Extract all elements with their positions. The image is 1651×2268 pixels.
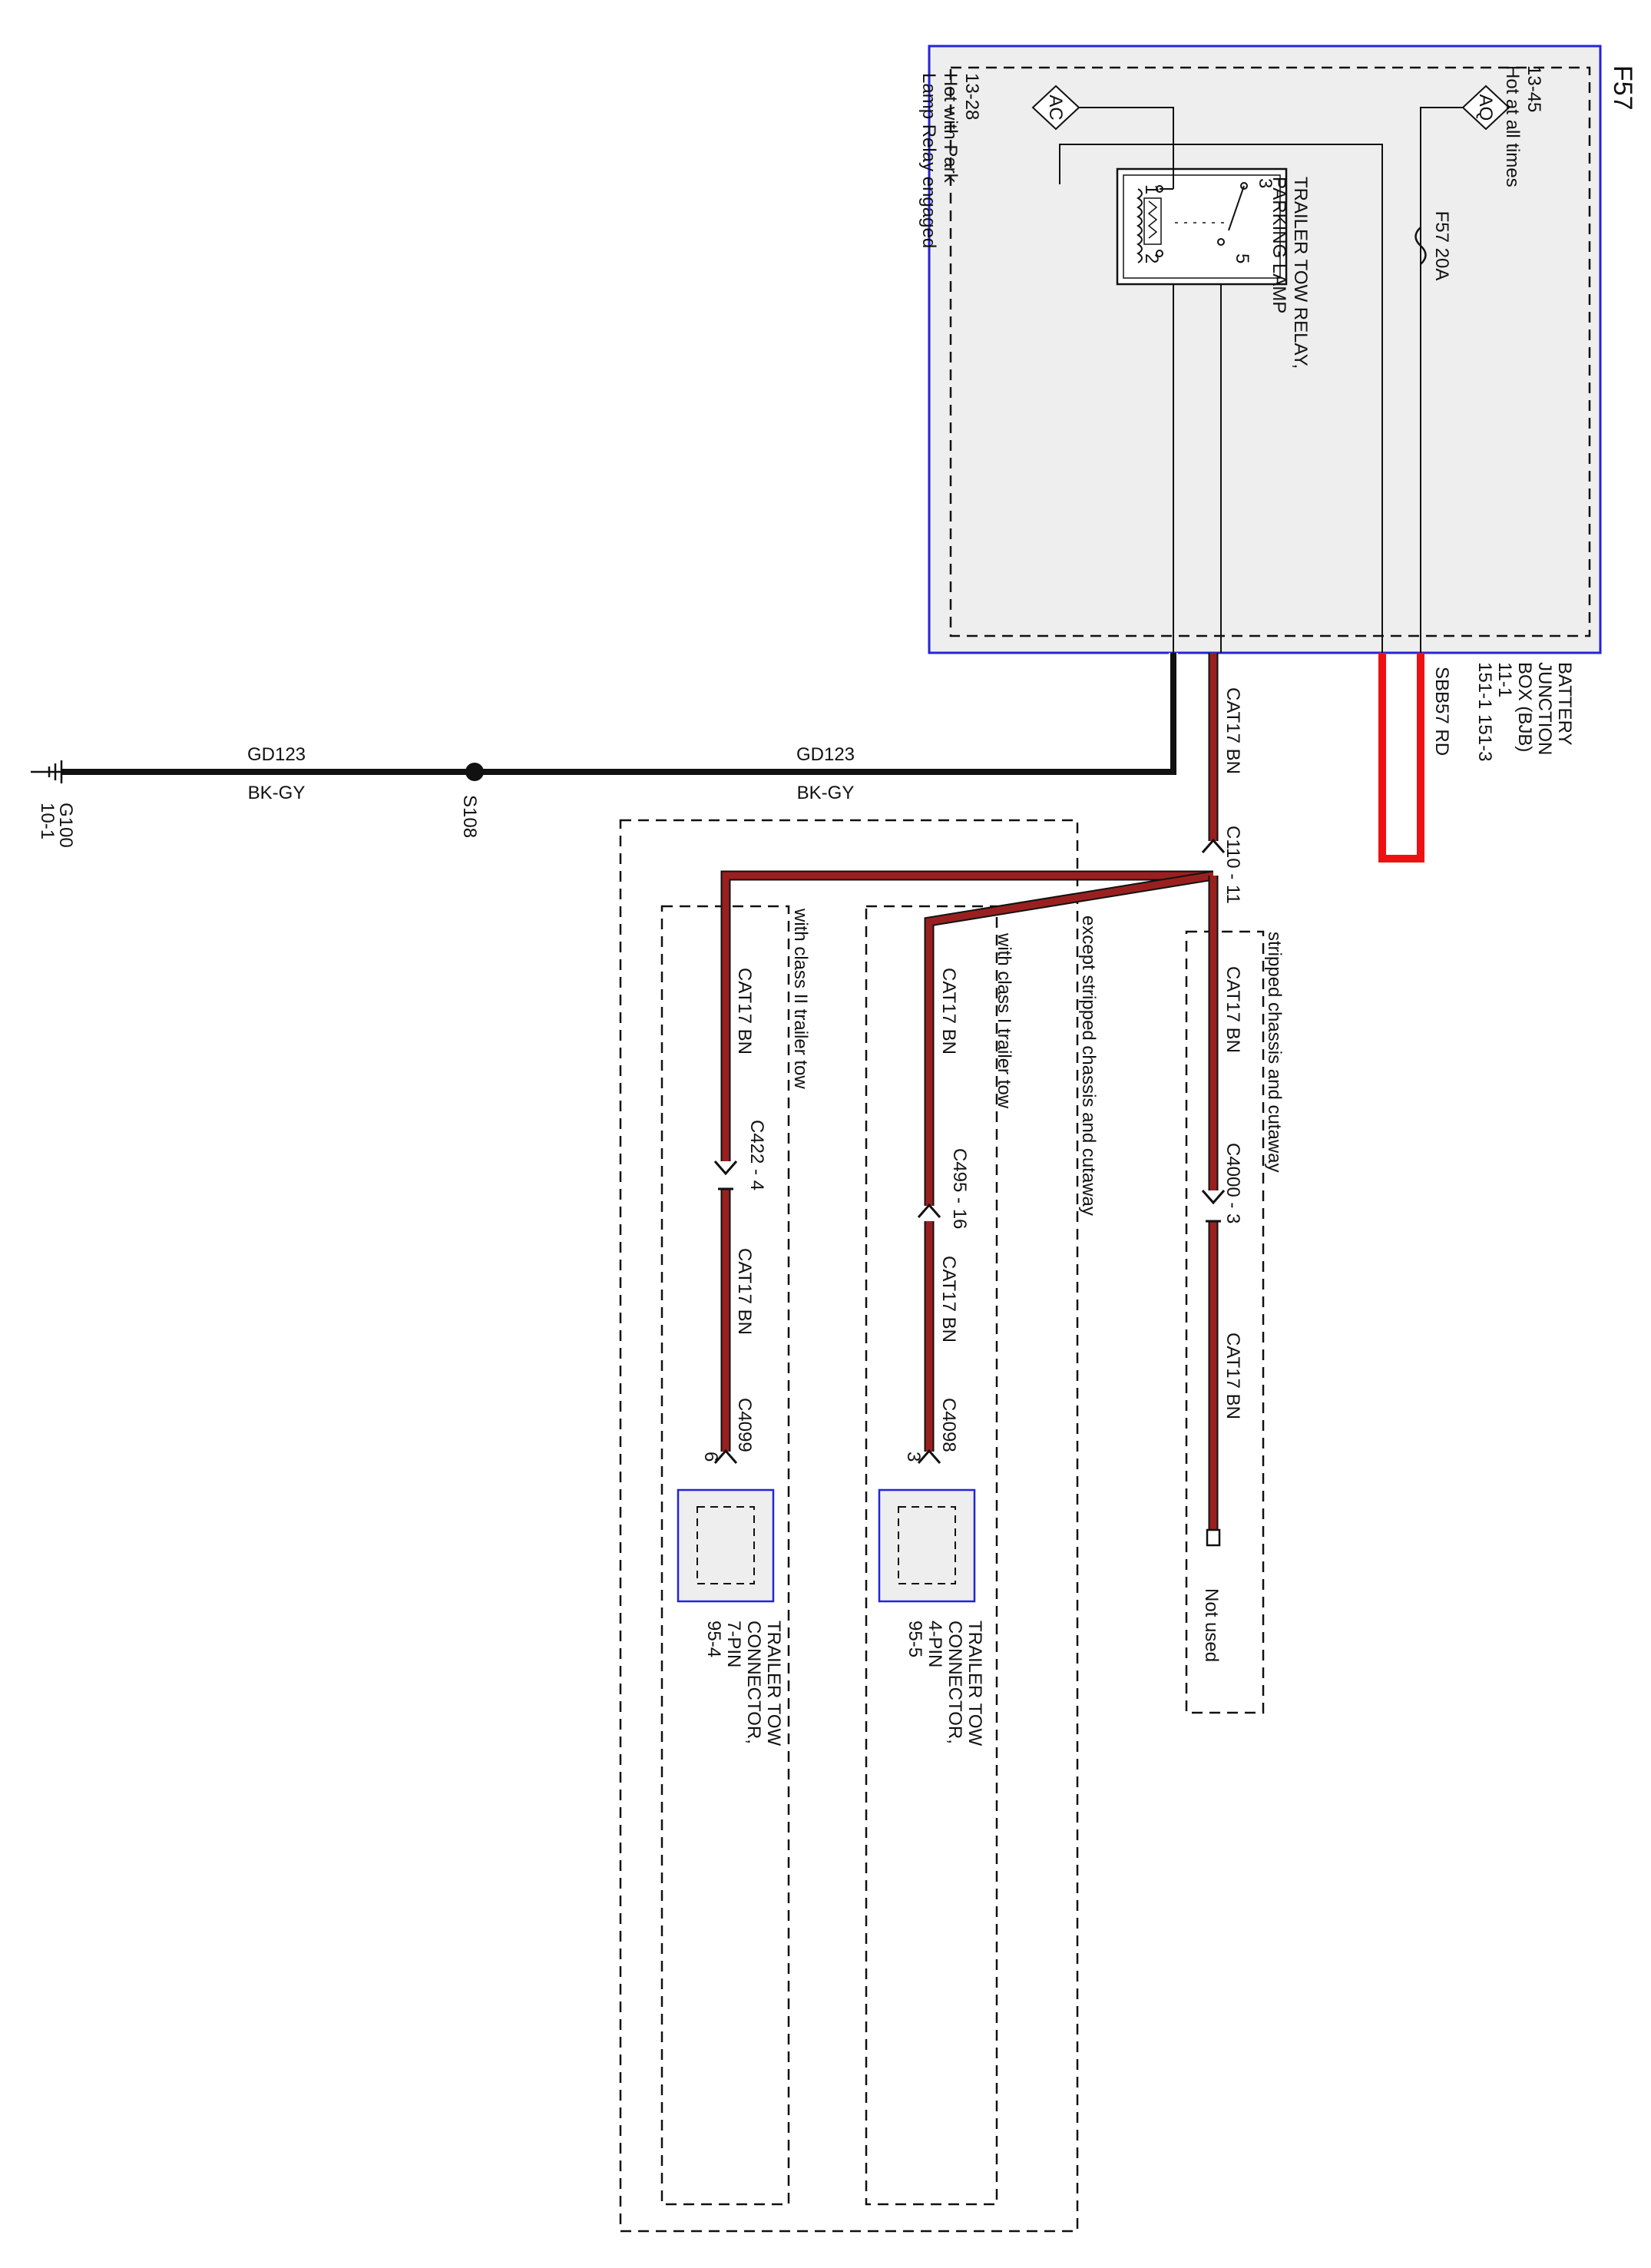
feed-ac-symbol [1031,84,1080,131]
relay-pin5-dot [1217,238,1225,246]
connector-4pin-name-line4: 95-5 [905,1621,925,1657]
class-i-condition-label: with class I trailer tow [994,932,1014,1109]
battery-junction-box: F57 20A AQ 13-45 Hot at all times AC 13-… [918,45,1602,654]
relay-pin-1-label: 1 [1141,184,1162,194]
feed-ac-desc-line1: Hot with Park [940,73,961,184]
ground-wire-circuit-right: GD123 [796,744,855,765]
except-stripped-condition-label: except stripped chassis and cutaway [1078,915,1099,1216]
ground-wire-color-left: BK-GY [248,783,306,803]
c4099-pin-label: 6 [700,1452,721,1462]
relay-inner-box [1123,174,1281,279]
c422-connector-label: C422 - 4 [746,1120,767,1190]
bjb-name-line4: 11-1 [1494,662,1515,697]
bjb-feed-wire-internal [1420,107,1463,653]
connector-7pin-name-line1: TRAILER TOW [763,1621,784,1746]
stripped-wire-b-label: CAT17 BN [1223,1333,1243,1419]
c4000-connector-icon [1201,1190,1226,1205]
ground-wire-outline [61,653,1178,776]
class-i-wire-a-label: CAT17 BN [938,968,959,1055]
trailer-tow-connector-7pin [677,1488,775,1603]
branch-wires [720,870,1219,1532]
feed-ac-symbol-label: AC [1045,94,1066,120]
relay-pin-3-label: 3 [1255,178,1275,188]
feed-wire-sbb57 [1378,653,1424,863]
c110-connector-icon [1201,838,1226,853]
bjb-outline [928,45,1602,654]
feed-ac-ref: 13-28 [961,73,982,120]
relay-pin-5-label: 5 [1232,253,1252,263]
bjb-name-line5: 151-1 151-3 [1474,662,1495,761]
trailer-tow-relay: 1 2 3 5 [1116,167,1288,286]
connector-4pin-name-line1: TRAILER TOW [964,1621,985,1746]
stripped-chassis-condition-label: stripped chassis and cutaway [1264,932,1285,1173]
feed-aq-symbol [1461,84,1510,131]
class-ii-wire-a-label: CAT17 BN [734,968,755,1055]
ground-wire-circuit-left: GD123 [247,744,306,765]
relay-contact-arm [1228,185,1245,231]
class-ii-condition-label: with class II trailer tow [790,908,811,1089]
bjb-coil-wire [1079,107,1174,653]
c495-connector-icon [917,1203,941,1218]
fuse-f57-symbol [1414,227,1427,265]
bjb-name-line2: JUNCTION [1534,662,1555,755]
ground-wire-gd123 [61,653,1176,775]
trailer-tow-connector-4pin [878,1488,976,1603]
relay-name-line2: PARKING LAMP [1269,177,1289,313]
connector-4pin-name-line3: 4-PIN [925,1621,945,1667]
ground-wire-color-right: BK-GY [797,783,855,803]
connector-4pin-inner [898,1506,956,1584]
class-ii-wire-b-label: CAT17 BN [734,1248,755,1335]
stripped-chassis-box [1185,930,1265,1714]
connector-7pin-name-line3: 7-PIN [723,1621,744,1667]
c110-connector-label: C110 - 11 [1223,826,1243,904]
relay-name-line1: TRAILER TOW RELAY, [1290,177,1311,369]
feed-aq-ref: 13-45 [1524,65,1544,112]
main-wire-label: CAT17 BN [1223,687,1243,774]
bjb-relay-switch-wire [1059,144,1383,653]
c4000-connector-label: C4000 - 3 [1223,1143,1243,1223]
branch-class-i-wire-a [925,872,1214,1206]
feed-wire-label: SBB57 RD [1431,667,1452,756]
except-stripped-chassis-box [619,819,1079,2233]
ground-g100-icon [31,760,63,783]
c4099-connector-icon [713,1449,738,1464]
c4099-connector-label: C4099 [734,1398,755,1452]
wire-end-cap [1206,1528,1221,1547]
relay-coil-icon [1137,188,1143,263]
page-code: F57 [1608,65,1637,111]
feed-aq-desc: Hot at all times [1502,65,1523,187]
relay-resistor-zigzag [1147,200,1158,239]
relay-resistor-icon [1143,197,1162,245]
fuse-label: F57 20A [1431,211,1452,281]
splice-s108-dot [465,763,484,781]
feed-aq-symbol-label: AQ [1475,94,1496,121]
connector-7pin-name-line2: CONNECTOR, [743,1621,764,1744]
branch-class-ii-wire-a [722,872,1213,1161]
splice-s108-label: S108 [459,795,480,838]
not-used-label: Not used [1201,1588,1222,1662]
feed-ac-desc-line2: Lamp Relay engaged [918,73,939,248]
c422-connector-icon [713,1160,738,1176]
ground-g100-ref: 10-1 [37,803,58,839]
ground-g100-label: G100 [55,803,76,848]
relay-pin2-dot [1156,250,1163,257]
relay-outer-box [1116,167,1288,286]
stripped-wire-a-label: CAT17 BN [1223,966,1243,1053]
c495-connector-label: C495 - 16 [949,1148,970,1229]
c4098-pin-label: 3 [903,1452,924,1462]
bjb-name: BATTERY JUNCTION BOX (BJB) 11-1 151-1 15… [1474,662,1575,761]
connector-4pin-name-line2: CONNECTOR, [945,1621,965,1744]
class-i-trailer-tow-box [865,905,998,2206]
c4098-connector-label: C4098 [938,1398,959,1452]
bjb-name-line3: BOX (BJB) [1514,662,1535,752]
class-i-wire-b-label: CAT17 BN [938,1256,959,1343]
relay-pin-2-label: 2 [1141,253,1162,263]
bjb-inner-dashed-border [949,66,1591,637]
connector-7pin-inner [696,1506,755,1584]
bjb-name-line1: BATTERY [1554,662,1575,745]
c4098-connector-icon [917,1449,941,1464]
connector-7pin-name-line4: 95-4 [703,1621,724,1657]
